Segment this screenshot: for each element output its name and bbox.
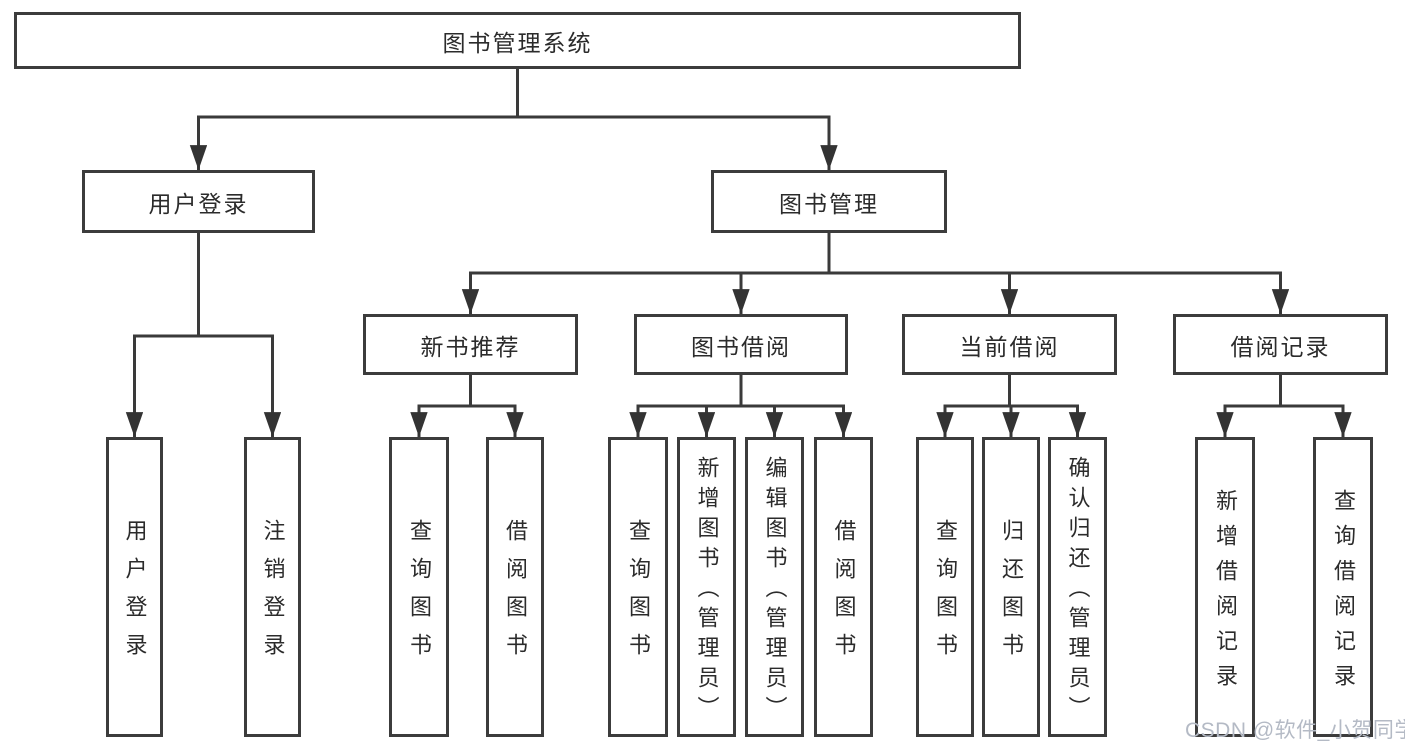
- leaf-borrow-books-borrow: 借阅图书: [814, 437, 873, 737]
- leaf-add-book-admin: 新增图书（管理员）: [677, 437, 736, 737]
- edge-bb-leaf3: [741, 404, 784, 437]
- edges-new-book-group: [410, 375, 524, 437]
- edges-current-borrow-group: [936, 375, 1087, 437]
- edges-user-login-group: [125, 233, 282, 437]
- leaf-query-books-borrow: 查询图书: [608, 437, 668, 737]
- edge-root-user-login: [189, 69, 519, 170]
- node-current-borrow: 当前借阅: [902, 314, 1117, 375]
- leaf-add-borrow-record: 新增借阅记录: [1195, 437, 1255, 737]
- edge-bb-leaf4: [741, 404, 853, 437]
- leaf-logout: 注销登录: [244, 437, 301, 737]
- node-new-book-recommend: 新书推荐: [363, 314, 578, 375]
- leaf-return-books: 归还图书: [982, 437, 1040, 737]
- node-book-management: 图书管理: [711, 170, 947, 233]
- edge-bb-leaf2: [697, 404, 741, 437]
- edge-cb-leaf3: [1009, 404, 1087, 437]
- node-user-login: 用户登录: [82, 170, 315, 233]
- leaf-user-login: 用户登录: [106, 437, 163, 737]
- edges-book-borrow-group: [629, 375, 853, 437]
- edge-userlogin-leaf2: [198, 334, 282, 437]
- edge-bm-current-borrow: [829, 271, 1019, 314]
- edge-bm-book-borrow: [732, 271, 829, 314]
- leaf-query-books-current: 查询图书: [916, 437, 974, 737]
- edge-bb-leaf1: [629, 375, 743, 437]
- edge-root-book-management: [517, 115, 838, 170]
- csdn-watermark: CSDN @软件_小贺同学: [1185, 719, 1405, 742]
- edge-nb-leaf2: [470, 404, 524, 437]
- edge-cb-leaf2: [1002, 404, 1020, 437]
- node-root: 图书管理系统: [14, 12, 1021, 69]
- leaf-borrow-books-recommend: 借阅图书: [486, 437, 544, 737]
- edge-cb-leaf1: [936, 375, 1011, 437]
- edges-root-to-level2: [189, 69, 838, 170]
- leaf-edit-book-admin: 编辑图书（管理员）: [745, 437, 804, 737]
- edge-userlogin-leaf1: [125, 233, 200, 437]
- edge-nb-leaf1: [410, 375, 472, 437]
- edge-br-leaf2: [1280, 404, 1352, 437]
- edge-bm-borrow-records: [829, 271, 1290, 314]
- edges-book-management-group: [461, 233, 1290, 314]
- edge-br-leaf1: [1216, 375, 1282, 437]
- leaf-confirm-return-admin: 确认归还（管理员）: [1048, 437, 1107, 737]
- node-book-borrow: 图书借阅: [634, 314, 848, 375]
- node-borrow-records: 借阅记录: [1173, 314, 1388, 375]
- leaf-query-borrow-record: 查询借阅记录: [1313, 437, 1373, 737]
- edges-borrow-records-group: [1216, 375, 1352, 437]
- edge-bm-new-book: [461, 233, 831, 314]
- leaf-query-books-recommend: 查询图书: [389, 437, 449, 737]
